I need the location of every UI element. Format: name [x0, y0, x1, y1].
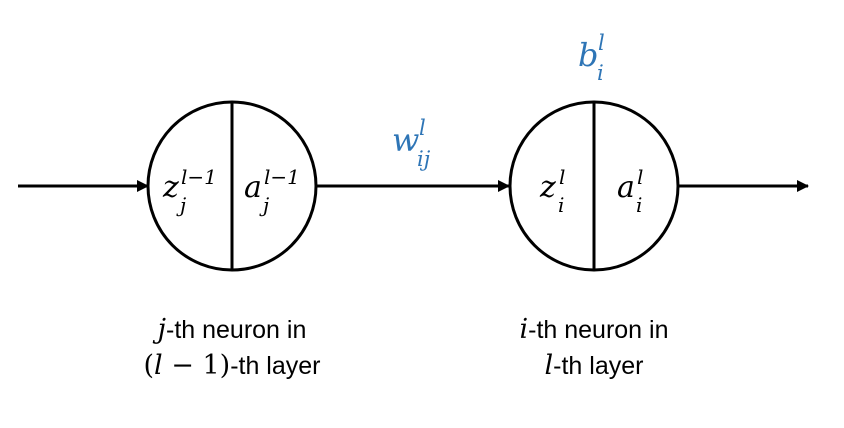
weight-sup: l [419, 116, 426, 140]
neuron-prev: z j l−1 a j l−1 [146, 100, 318, 272]
neuron-curr-caption-text2: -th layer [553, 352, 644, 380]
neuron-prev-caption: j-th neuron in (l − 1)-th layer [118, 312, 346, 384]
neuron-prev-caption-expr: − 1) [162, 350, 231, 381]
bias-symbol: b [578, 36, 598, 74]
neuron-prev-a-sub: j [259, 193, 269, 217]
neuron-prev-caption-var: j [157, 314, 166, 345]
neuron-prev-z: z [162, 170, 179, 205]
bias-label: b i l [578, 31, 605, 85]
neuron-prev-z-sub: j [176, 193, 186, 217]
neuron-prev-caption-text1: -th neuron in [166, 316, 307, 344]
neuron-curr-z-sub: i [558, 193, 564, 217]
neuron-curr-caption-line2: l-th layer [486, 348, 702, 384]
weight-sub: ij [417, 147, 431, 171]
neuron-curr-z: z [539, 170, 556, 205]
neuron-prev-caption-line1: j-th neuron in [118, 312, 346, 348]
neuron-curr-z-sup: l [559, 165, 565, 189]
neuron-prev-a: a [244, 170, 262, 205]
neuron-curr-caption-var: i [519, 314, 529, 345]
neuron-prev-z-sup: l−1 [181, 165, 217, 189]
neuron-prev-caption-line2: (l − 1)-th layer [118, 348, 346, 384]
neuron-prev-caption-open: ( [143, 350, 155, 381]
neuron-curr-a-sup: l [637, 165, 643, 189]
neuron-curr: z i l a i l [508, 100, 680, 272]
neuron-curr-caption-line1: i-th neuron in [486, 312, 702, 348]
bias-sub: i [597, 61, 604, 85]
neuron-prev-caption-text2: -th layer [230, 352, 321, 380]
neuron-curr-a: a [617, 170, 635, 205]
weight-symbol: w [392, 121, 419, 159]
neuron-curr-caption: i-th neuron in l-th layer [486, 312, 702, 384]
neuron-curr-caption-text1: -th neuron in [528, 316, 669, 344]
bias-sup: l [598, 31, 605, 55]
weight-label: w ij l [392, 116, 431, 171]
neuron-curr-a-sub: i [636, 193, 642, 217]
neuron-prev-a-sup: l−1 [264, 165, 300, 189]
neuron-prev-caption-var2: l [154, 350, 163, 381]
neuron-curr-caption-var2: l [544, 350, 554, 381]
